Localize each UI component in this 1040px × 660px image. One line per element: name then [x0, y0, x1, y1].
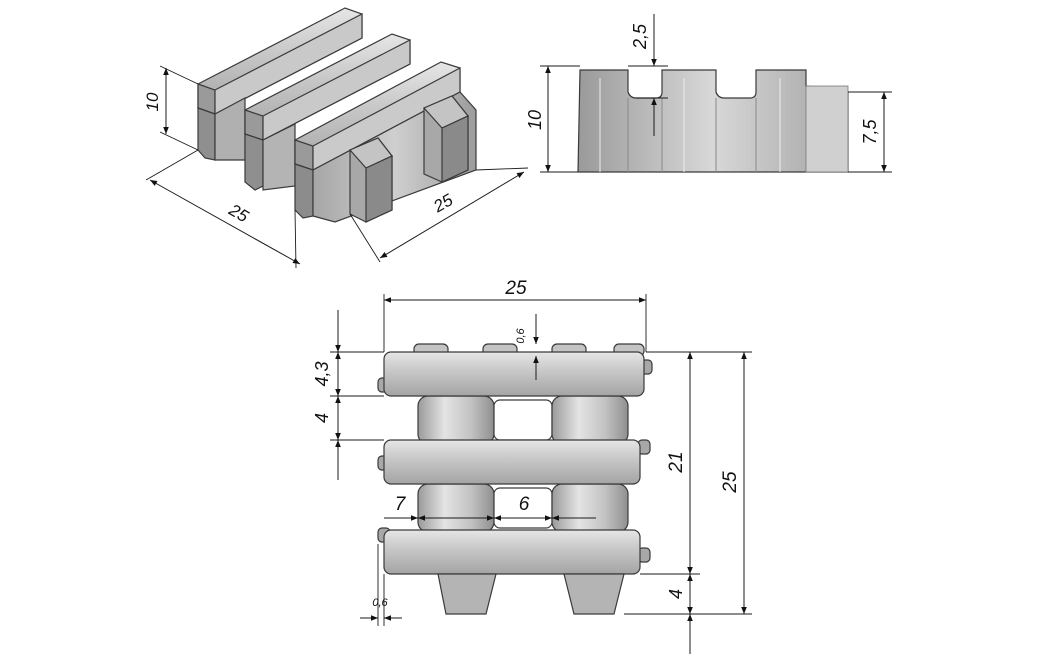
plan-foot-right	[563, 573, 625, 615]
plan-cell	[417, 483, 495, 533]
plan-cell-mid-label: 6	[519, 494, 530, 515]
iso-foot-left	[348, 137, 393, 223]
top-plan: 25 0,6 4,3 4 21 25 4 7 6	[312, 278, 752, 654]
iso-length-label: 25	[225, 200, 252, 227]
plan-cell	[551, 483, 629, 533]
plan-cell	[417, 395, 495, 445]
plan-cell	[551, 395, 629, 445]
iso-height-label: 10	[143, 92, 162, 111]
iso-bar-back	[197, 7, 363, 161]
plan-gap-width-label: 4	[312, 413, 332, 423]
isometric-view: 10 25 25	[143, 7, 529, 269]
iso-bar-middle	[244, 33, 411, 191]
side-groove-label: 2,5	[630, 23, 650, 50]
plan-bar-width-label: 4,3	[312, 361, 332, 386]
side-height-label: 10	[525, 110, 545, 130]
plan-bar-top	[383, 351, 645, 397]
plan-depth-label: 25	[720, 471, 741, 494]
side-foot-height-label: 7,5	[860, 119, 880, 145]
plan-cell-left-label: 7	[395, 494, 407, 515]
iso-width-label: 25	[429, 190, 456, 217]
plan-tooth-side-label: 0,6	[372, 597, 388, 609]
plan-inner-depth-label: 21	[666, 451, 687, 473]
plan-foot-left	[437, 573, 497, 615]
iso-foot-right	[422, 95, 469, 183]
plan-tooth-top-label: 0,6	[515, 327, 527, 343]
plan-foot-depth-label: 4	[666, 589, 686, 599]
plan-bar-bottom	[383, 529, 641, 575]
plan-bar-middle	[383, 439, 641, 485]
plan-opening	[493, 399, 553, 441]
side-elevation: 10 2,5 7,5	[525, 14, 892, 173]
plan-width-label: 25	[504, 278, 527, 299]
